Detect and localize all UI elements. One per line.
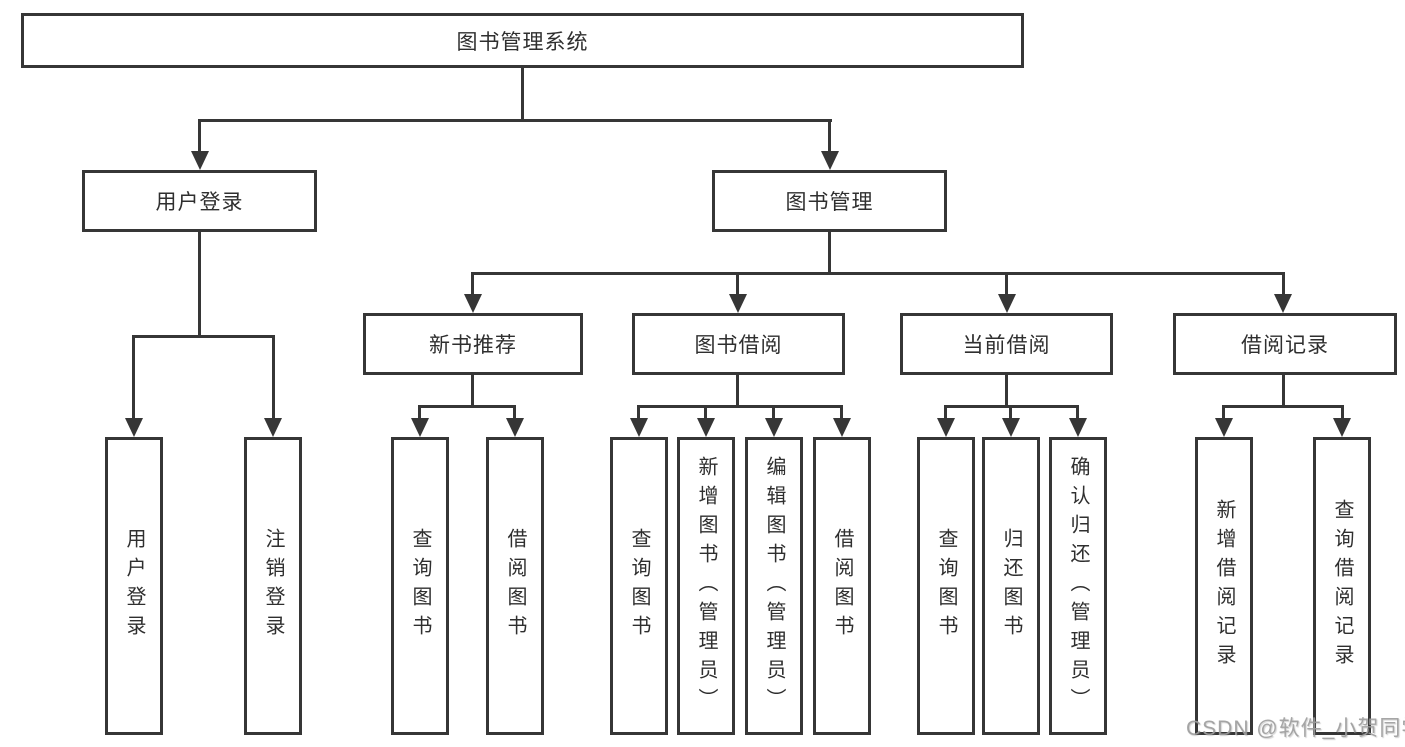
connector-arrow-down bbox=[937, 418, 955, 437]
node-book-management-label: 图书管理 bbox=[785, 191, 874, 214]
leaf-query-books-current-label: 查询图书 bbox=[935, 528, 957, 644]
leaf-edit-book-admin-label: 编辑图书（管理员） bbox=[763, 455, 785, 717]
connector-line bbox=[1282, 272, 1285, 296]
node-current-borrow-label: 当前借阅 bbox=[962, 334, 1051, 357]
connector-line bbox=[736, 272, 739, 296]
connector-line bbox=[1009, 405, 1012, 421]
connector-line bbox=[1341, 405, 1344, 421]
connector-line bbox=[1222, 405, 1343, 408]
leaf-logout-login: 注销登录 bbox=[244, 437, 302, 735]
connector-arrow-down bbox=[1069, 418, 1087, 437]
connector-line bbox=[418, 405, 516, 408]
leaf-query-books-borrow-label: 查询图书 bbox=[628, 528, 650, 644]
leaf-query-books-recommend: 查询图书 bbox=[391, 437, 449, 735]
connector-arrow-down bbox=[630, 418, 648, 437]
connector-line bbox=[471, 272, 1285, 275]
connector-line bbox=[637, 405, 640, 421]
connector-arrow-down bbox=[1274, 294, 1292, 313]
csdn-watermark: CSDN @软件_小贺同学 bbox=[1186, 717, 1405, 740]
connector-line bbox=[828, 232, 831, 275]
node-user-login-label: 用户登录 bbox=[155, 191, 244, 214]
connector-line bbox=[840, 405, 843, 421]
connector-arrow-down bbox=[998, 294, 1016, 313]
node-book-borrow-label: 图书借阅 bbox=[694, 334, 783, 357]
connector-line bbox=[132, 335, 275, 338]
connector-line bbox=[1282, 375, 1285, 408]
node-book-borrow: 图书借阅 bbox=[632, 313, 845, 375]
connector-line bbox=[198, 119, 201, 153]
connector-line bbox=[418, 405, 421, 421]
connector-arrow-down bbox=[506, 418, 524, 437]
leaf-query-books-borrow: 查询图书 bbox=[610, 437, 668, 735]
connector-line bbox=[772, 405, 775, 421]
connector-arrow-down bbox=[264, 418, 282, 437]
leaf-query-books-current: 查询图书 bbox=[917, 437, 975, 735]
connector-line bbox=[1222, 405, 1225, 421]
leaf-query-books-recommend-label: 查询图书 bbox=[409, 528, 431, 644]
connector-line bbox=[521, 68, 524, 119]
leaf-add-book-admin-label: 新增图书（管理员） bbox=[695, 455, 717, 717]
node-root-label: 图书管理系统 bbox=[456, 30, 589, 54]
connector-line bbox=[1005, 272, 1008, 296]
leaf-add-borrow-record-label: 新增借阅记录 bbox=[1213, 499, 1235, 673]
connector-arrow-down bbox=[1333, 418, 1351, 437]
connector-arrow-down bbox=[191, 151, 209, 170]
connector-line bbox=[1005, 375, 1008, 408]
node-new-book-recommend: 新书推荐 bbox=[363, 313, 583, 375]
connector-arrow-down bbox=[1215, 418, 1233, 437]
node-borrow-records: 借阅记录 bbox=[1173, 313, 1397, 375]
leaf-borrow-books-recommend-label: 借阅图书 bbox=[504, 528, 526, 644]
leaf-borrow-books-borrow: 借阅图书 bbox=[813, 437, 871, 735]
connector-line bbox=[637, 405, 843, 408]
leaf-return-book: 归还图书 bbox=[982, 437, 1040, 735]
node-user-login: 用户登录 bbox=[82, 170, 317, 232]
connector-line bbox=[513, 405, 516, 421]
connector-arrow-down bbox=[821, 151, 839, 170]
leaf-add-book-admin: 新增图书（管理员） bbox=[677, 437, 735, 735]
node-book-management: 图书管理 bbox=[712, 170, 947, 232]
connector-line bbox=[471, 375, 474, 408]
connector-line bbox=[828, 119, 831, 153]
connector-arrow-down bbox=[833, 418, 851, 437]
connector-line bbox=[198, 119, 832, 122]
leaf-user-login-label: 用户登录 bbox=[123, 528, 145, 644]
connector-line bbox=[736, 375, 739, 408]
connector-arrow-down bbox=[697, 418, 715, 437]
connector-line bbox=[272, 335, 275, 421]
connector-arrow-down bbox=[765, 418, 783, 437]
leaf-user-login: 用户登录 bbox=[105, 437, 163, 735]
connector-arrow-down bbox=[1002, 418, 1020, 437]
leaf-borrow-books-borrow-label: 借阅图书 bbox=[831, 528, 853, 644]
leaf-return-book-label: 归还图书 bbox=[1000, 528, 1022, 644]
leaf-borrow-books-recommend: 借阅图书 bbox=[486, 437, 544, 735]
connector-line bbox=[944, 405, 947, 421]
connector-arrow-down bbox=[464, 294, 482, 313]
connector-line bbox=[198, 232, 201, 338]
connector-arrow-down bbox=[125, 418, 143, 437]
leaf-add-borrow-record: 新增借阅记录 bbox=[1195, 437, 1253, 735]
node-borrow-records-label: 借阅记录 bbox=[1241, 334, 1329, 357]
leaf-confirm-return-admin-label: 确认归还（管理员） bbox=[1067, 455, 1089, 717]
node-root: 图书管理系统 bbox=[21, 13, 1024, 68]
leaf-confirm-return-admin: 确认归还（管理员） bbox=[1049, 437, 1107, 735]
connector-line bbox=[471, 272, 474, 296]
leaf-logout-login-label: 注销登录 bbox=[262, 528, 284, 644]
connector-arrow-down bbox=[411, 418, 429, 437]
leaf-edit-book-admin: 编辑图书（管理员） bbox=[745, 437, 803, 735]
node-current-borrow: 当前借阅 bbox=[900, 313, 1113, 375]
connector-line bbox=[132, 335, 135, 421]
node-new-book-recommend-label: 新书推荐 bbox=[429, 334, 517, 357]
connector-line bbox=[704, 405, 707, 421]
leaf-query-borrow-record-label: 查询借阅记录 bbox=[1331, 499, 1353, 673]
connector-line bbox=[1076, 405, 1079, 421]
connector-arrow-down bbox=[729, 294, 747, 313]
leaf-query-borrow-record: 查询借阅记录 bbox=[1313, 437, 1371, 735]
